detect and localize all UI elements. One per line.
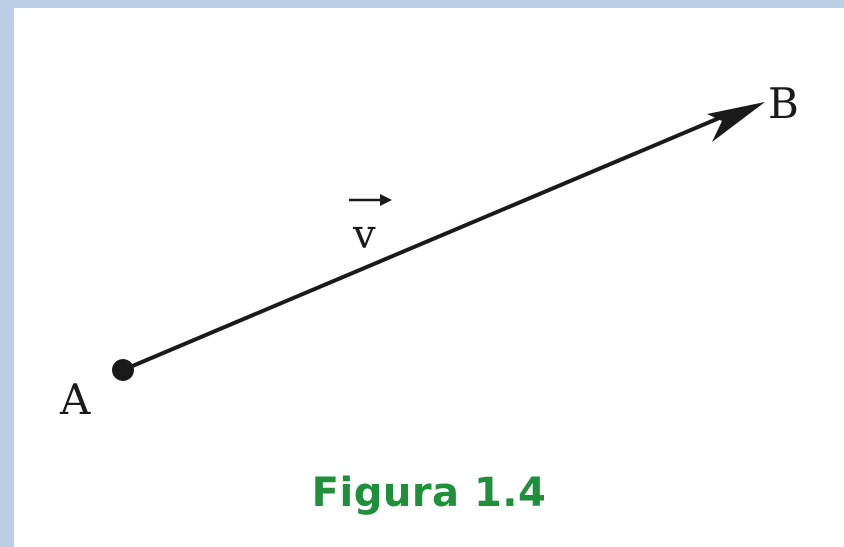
figure-caption: Figura 1.4 [311,470,547,516]
vector-overarrow-icon [349,194,392,206]
vector-name-label: v [352,212,376,258]
vector-line [121,114,726,372]
point-a-dot [112,359,134,381]
vector-diagram: A B v [59,79,799,424]
arrowhead-icon [707,102,765,142]
point-a-label: A [59,375,91,424]
point-b-label: B [768,79,799,128]
figure-panel: A B v Figura 1.4 [14,8,844,547]
